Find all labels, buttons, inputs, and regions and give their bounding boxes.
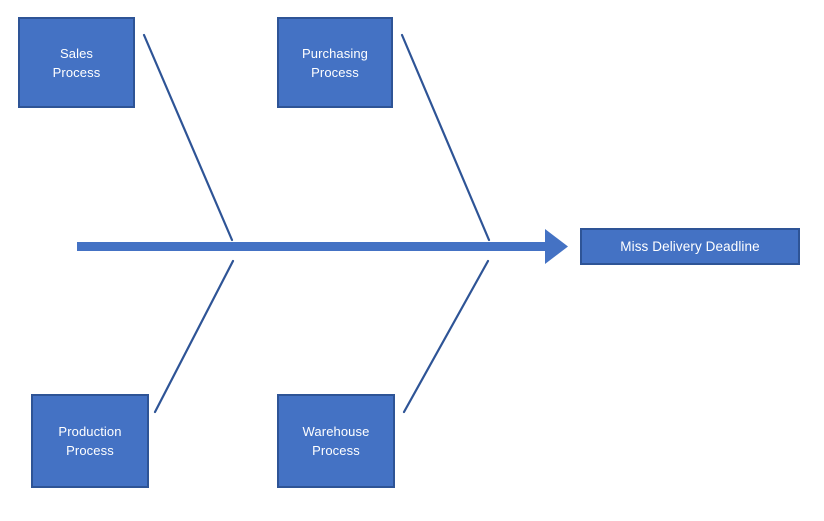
- main-spine-arrow: [77, 229, 568, 264]
- cause-label-sales-process: Sales Process: [52, 45, 101, 80]
- cause-box-purchasing-process[interactable]: Purchasing Process: [277, 17, 393, 108]
- effect-box-miss-delivery-deadline[interactable]: Miss Delivery Deadline: [580, 228, 800, 265]
- bone-warehouse-process: [402, 259, 490, 414]
- spine-arrowhead-icon: [545, 229, 568, 264]
- spine-shaft: [77, 242, 545, 251]
- cause-label-production-process: Production Process: [58, 424, 122, 458]
- bone-purchasing-process: [400, 33, 491, 242]
- bone-production-process: [153, 259, 235, 414]
- cause-label-purchasing-process: Purchasing Process: [301, 45, 369, 80]
- cause-box-warehouse-process[interactable]: Warehouse Process: [277, 394, 395, 488]
- bone-sales-process: [142, 33, 234, 242]
- cause-box-sales-process[interactable]: Sales Process: [18, 17, 135, 108]
- effect-label: Miss Delivery Deadline: [620, 239, 760, 254]
- cause-label-warehouse-process: Warehouse Process: [302, 424, 370, 458]
- cause-box-production-process[interactable]: Production Process: [31, 394, 149, 488]
